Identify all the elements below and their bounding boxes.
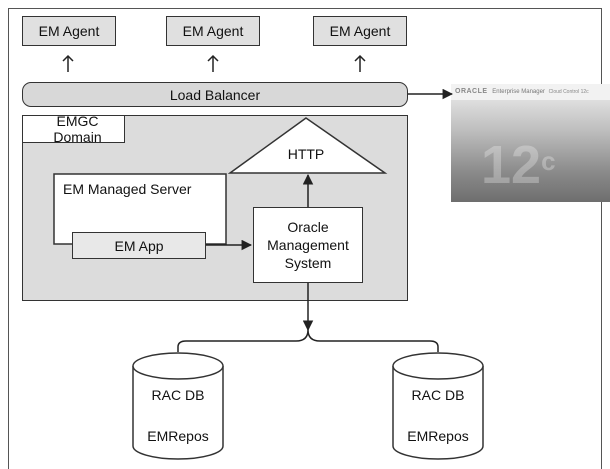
agent-arrow xyxy=(62,54,74,72)
oms-label-line3: System xyxy=(284,255,332,271)
oracle-brand: ORACLE xyxy=(455,88,488,95)
db-connector xyxy=(177,329,439,352)
oms-label-line1: Oracle xyxy=(287,219,329,235)
http-triangle xyxy=(227,117,388,174)
load-balancer-label: Load Balancer xyxy=(169,86,261,103)
oracle-version-number: 12 xyxy=(481,135,542,195)
rac-db-cylinder xyxy=(392,352,484,460)
rac-db-label: RAC DB xyxy=(151,387,205,403)
oracle-edition: Cloud Control 12c xyxy=(548,89,589,95)
em-app-label: EM App xyxy=(114,237,164,254)
diagram-frame xyxy=(8,8,602,469)
agent-arrow xyxy=(207,54,219,72)
oms-label-line2: Management xyxy=(267,237,349,253)
agent-arrow xyxy=(354,54,366,72)
em-agent-box: EM Agent xyxy=(166,16,260,46)
emgc-domain-label-box: EMGC Domain xyxy=(22,113,125,145)
emrepos-label: EMRepos xyxy=(407,428,469,444)
rac-db-label: RAC DB xyxy=(411,387,465,403)
oracle-version-suffix: c xyxy=(541,146,556,176)
em-agent-box: EM Agent xyxy=(22,16,116,46)
oracle-em-banner: ORACLE Enterprise Manager Cloud Control … xyxy=(451,84,610,202)
em-agent-box: EM Agent xyxy=(313,16,407,46)
emgc-domain-label: EMGC Domain xyxy=(53,113,102,145)
em-managed-server-frame xyxy=(53,173,227,245)
oracle-product: Enterprise Manager xyxy=(492,89,545,95)
rac-db-cylinder xyxy=(132,352,224,460)
emrepos-label: EMRepos xyxy=(147,428,209,444)
em-agent-label: EM Agent xyxy=(182,23,244,39)
oracle-banner-header: ORACLE Enterprise Manager Cloud Control … xyxy=(451,84,610,100)
http-label: HTTP xyxy=(287,146,325,162)
em-app-box: EM App xyxy=(72,232,206,259)
em-agent-label: EM Agent xyxy=(329,23,391,39)
em-managed-server-label: EM Managed Server xyxy=(63,181,192,197)
oracle-version-mark: 12c xyxy=(481,138,556,192)
em-agent-label: EM Agent xyxy=(38,23,100,39)
load-balancer-box: Load Balancer xyxy=(22,82,408,107)
oms-box: Oracle Management System xyxy=(253,207,363,283)
